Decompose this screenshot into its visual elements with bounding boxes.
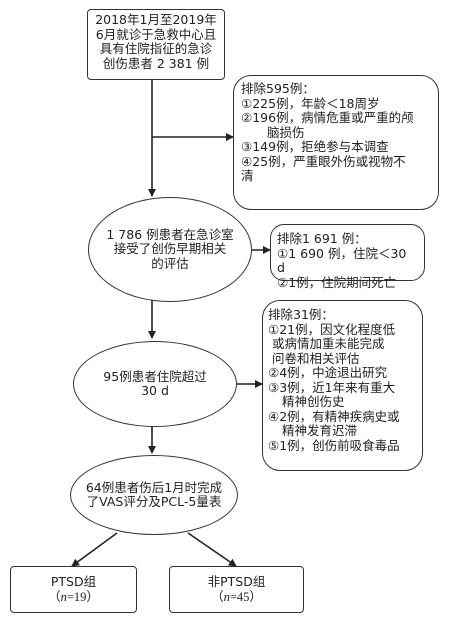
start-box: 2018年1月至2019年 6月就诊于急救中心且 具有住院指征的急诊 创伤患者 … — [87, 9, 225, 80]
exclusion-3-item: 精神创伤史 — [282, 394, 345, 409]
exclusion-1-item: 清 — [241, 168, 254, 183]
arrow-to-group1 — [71, 532, 118, 567]
ptsd-group-count: （n=19） — [48, 589, 99, 604]
exclusion-3-item: 问卷和相关评估 — [272, 350, 360, 366]
step-3-line-1: 95例患者住院超过 — [103, 368, 207, 384]
step-3-line-2: 30 d — [141, 383, 169, 398]
exclusion-1-item: ③149例，拒绝参与本调查 — [241, 139, 389, 154]
exclusion-box-1: 排除595例： ①225例，年龄＜18周岁 ②196例，病情危重或严重的颅 脑损… — [233, 75, 439, 210]
non-ptsd-group-count: （n=45） — [211, 589, 262, 604]
exclusion-3-item: ②4例，中途退出研究 — [268, 365, 388, 380]
exclusion-3-item: ①21例，因文化程度低 — [268, 321, 396, 337]
exclusion-3-item: 或病情加重未能完成 — [272, 336, 385, 351]
ptsd-group-label: PTSD组 — [50, 574, 97, 589]
exclusion-3-item: 精神发育迟滞 — [282, 423, 358, 438]
step-3-ellipse: 95例患者住院超过 30 d — [73, 341, 237, 427]
exclusion-box-3: 排除31例： ①21例，因文化程度低 或病情加重未能完成 问卷和相关评估 ②4例… — [262, 300, 423, 471]
exclusion-3-item: ⑤1例，创伤前吸食毒品 — [268, 437, 400, 453]
non-ptsd-group-label: 非PTSD组 — [207, 574, 266, 589]
start-line-4: 创伤患者 2 381 例 — [102, 55, 210, 71]
step-2-line-2: 接受了创伤早期相关 — [113, 241, 227, 257]
step-4-line-1: 64例患者伤后1月时完成 — [85, 479, 223, 495]
exclusion-3-item: ④2例，有精神疾病史或 — [268, 408, 400, 424]
exclusion-1-item: ①225例，年龄＜18周岁 — [241, 95, 380, 111]
exclusion-1-item: 脑损伤 — [267, 124, 305, 140]
arrow-to-group2 — [187, 532, 237, 567]
start-line-3: 具有住院指征的急诊 — [99, 41, 213, 56]
step-2-line-1: 1 786 例患者在急诊室 — [106, 226, 234, 242]
exclusion-2-item: ②1例，住院期间死亡 — [277, 274, 397, 290]
start-line-1: 2018年1月至2019年 — [95, 12, 217, 27]
non-ptsd-group-box: 非PTSD组 （n=45） — [169, 566, 304, 613]
ptsd-group-box: PTSD组 （n=19） — [10, 566, 137, 613]
exclusion-1-item: ②196例，病情危重或严重的颅 — [241, 110, 414, 125]
step-2-ellipse: 1 786 例患者在急诊室 接受了创伤早期相关 的评估 — [88, 197, 252, 302]
step-4-line-2: 了VAS评分及PCL-5量表 — [86, 494, 222, 509]
exclusion-2-title: 排除1 691 例： — [277, 231, 367, 246]
exclusion-3-item: ③3例，近1年来有重大 — [268, 379, 396, 395]
exclusion-1-item: ④25例，严重眼外伤或视物不 — [241, 153, 406, 169]
exclusion-3-title: 排除31例： — [268, 307, 334, 322]
step-2-line-3: 的评估 — [151, 255, 189, 271]
start-line-2: 6月就诊于急救中心且 — [95, 26, 217, 42]
step-4-ellipse: 64例患者伤后1月时完成 了VAS评分及PCL-5量表 — [70, 455, 238, 535]
exclusion-1-title: 排除595例： — [241, 81, 315, 96]
exclusion-2-item: ①1 690 例，住院＜30 d — [277, 245, 407, 275]
exclusion-box-2: 排除1 691 例： ①1 690 例，住院＜30 d ②1例，住院期间死亡 — [270, 224, 425, 289]
